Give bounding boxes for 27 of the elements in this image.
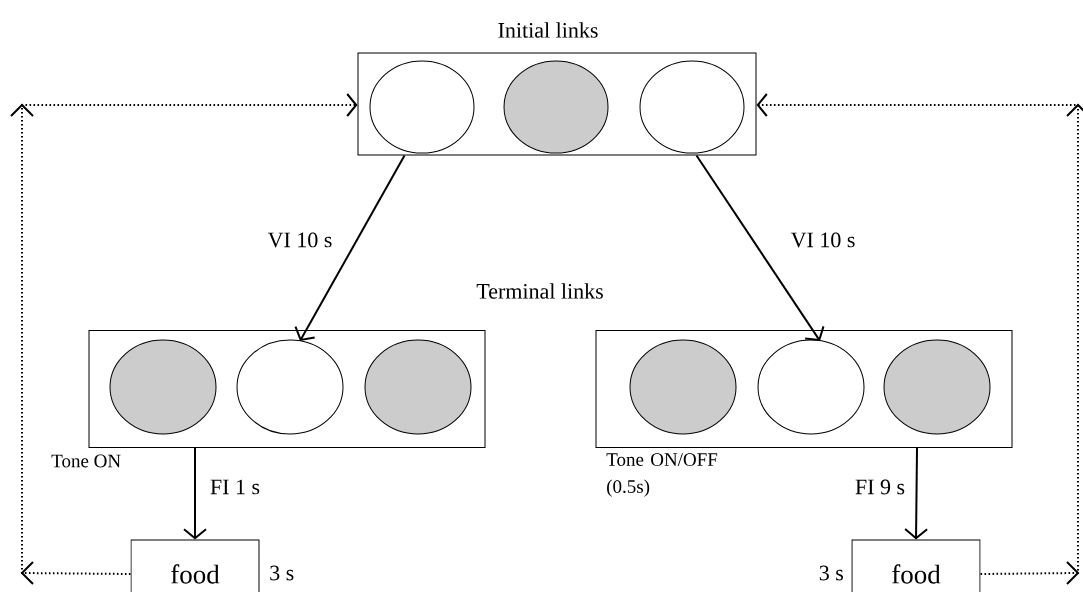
key-circle <box>639 60 745 154</box>
side-note: 3 s <box>270 565 294 581</box>
key-circle <box>109 339 217 435</box>
key-circle <box>369 60 475 154</box>
key-circle <box>236 339 344 435</box>
arrow <box>904 447 929 540</box>
box-heading: Initial links <box>498 22 598 38</box>
food-box: food <box>130 539 260 592</box>
dotted-arrow <box>10 93 358 585</box>
key-circle <box>883 339 991 435</box>
side-note: 3 s <box>819 565 843 581</box>
arrow <box>294 154 406 341</box>
key-circle <box>629 339 737 435</box>
edge-label: VI 10 s <box>789 231 857 249</box>
edge-label: FI 1 s <box>208 478 262 496</box>
edge-label: VI 10 s <box>266 231 334 249</box>
arrow <box>183 447 207 540</box>
food-box: food <box>851 539 981 592</box>
key-circle <box>364 339 472 435</box>
side-note: Tone ON <box>51 454 121 468</box>
section-heading: Terminal links <box>476 283 603 299</box>
arrow <box>695 154 825 341</box>
key-circle <box>503 60 609 154</box>
edge-label: FI 9 s <box>853 478 907 496</box>
dotted-arrow <box>756 93 1083 585</box>
side-note: Tone ON/OFF (0.5s) <box>606 453 718 497</box>
key-circle <box>757 339 865 435</box>
